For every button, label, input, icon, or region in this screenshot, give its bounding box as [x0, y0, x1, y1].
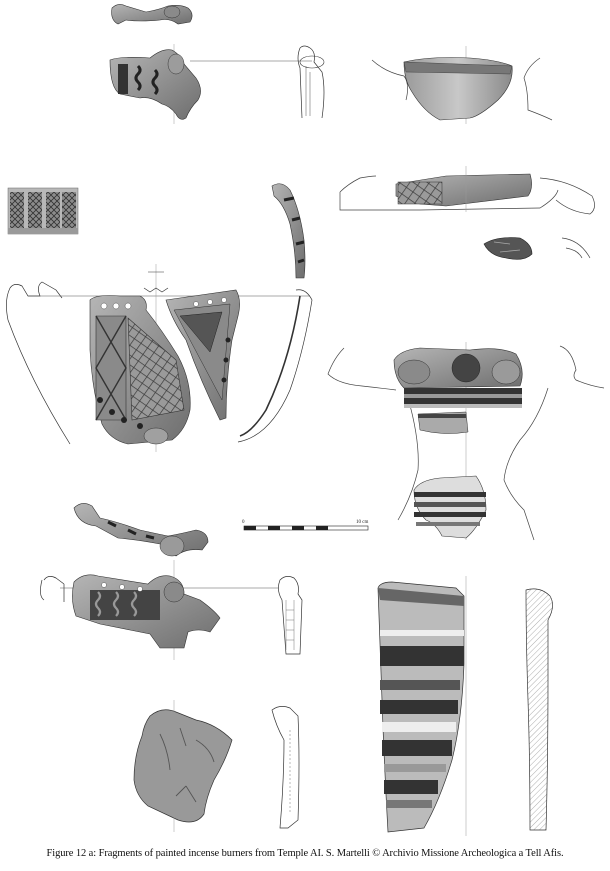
scale-bar-start-label: 0 [242, 520, 245, 525]
fragment-stand-rings [327, 342, 605, 541]
fragment-top-left-profile [109, 44, 325, 124]
fragment-curved-rim [271, 183, 306, 279]
fragment-right-rim [339, 166, 595, 260]
fragment-tall-stand [377, 576, 553, 836]
fragment-top-right [371, 46, 553, 124]
fragment-incised [133, 700, 300, 832]
fragment-lower-band [40, 560, 303, 660]
figure-caption: Figure 12 a: Fragments of painted incens… [46, 848, 564, 859]
fragment-big-burner [6, 264, 313, 452]
scale-bar-end-label: 10 cm [356, 520, 368, 525]
scale-bar: 0 10 cm [242, 520, 368, 531]
fragment-top-left [111, 4, 193, 25]
fragment-lower-rim [73, 503, 209, 557]
textile-swatch [7, 187, 79, 235]
